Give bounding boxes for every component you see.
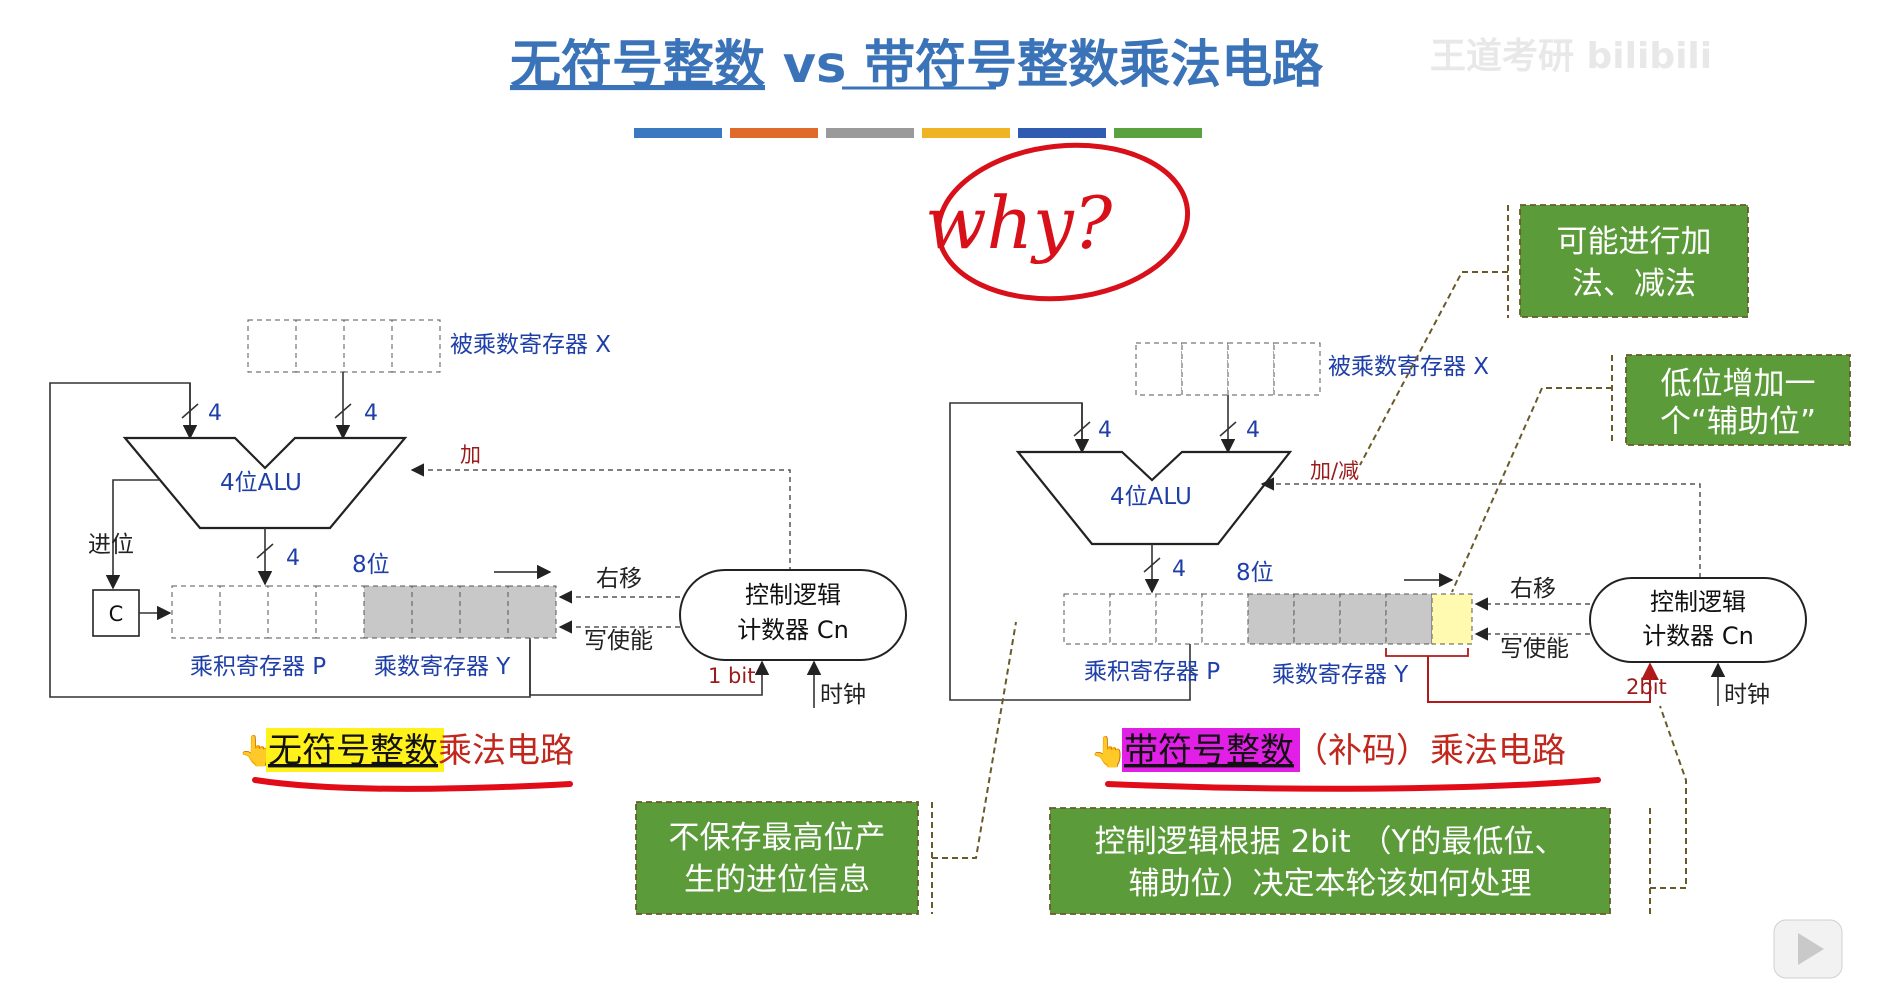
right-width-a: 4 xyxy=(1098,418,1112,443)
svg-text:可能进行加: 可能进行加 xyxy=(1557,224,1712,260)
color-bar xyxy=(634,128,1202,138)
right-shift-label: 右移 xyxy=(1510,576,1556,602)
left-width-b: 4 xyxy=(364,401,378,426)
right-width-b: 4 xyxy=(1246,418,1260,443)
color-bar-segment xyxy=(922,128,1010,138)
svg-text:法、减法: 法、减法 xyxy=(1572,266,1696,302)
left-width-out: 4 xyxy=(286,546,300,571)
right-control-logic xyxy=(1589,577,1807,663)
right-op-label: 加/减 xyxy=(1310,459,1359,483)
left-shift-label: 右移 xyxy=(596,566,642,592)
left-carry-label: 进位 xyxy=(88,532,134,558)
svg-text:低位增加一: 低位增加一 xyxy=(1661,366,1816,402)
left-clock-label: 时钟 xyxy=(820,682,866,708)
left-control-line2: 计数器 Cn xyxy=(737,616,849,644)
left-carry-text: C xyxy=(109,602,124,626)
right-alu xyxy=(1015,450,1293,546)
right-multiplier-label: 乘数寄存器 Y xyxy=(1272,662,1409,688)
page-title: 无符号整数 vs 带符号整数乘法电路 xyxy=(510,36,1324,95)
right-write-label: 写使能 xyxy=(1500,636,1569,662)
right-aux-bit xyxy=(1431,593,1473,645)
right-circuit: 被乘数寄存器 X 4 4 4位ALU 加/减 4 8位 乘积寄存器 P xyxy=(949,342,1807,792)
color-bar-segment xyxy=(634,128,722,138)
color-bar-segment xyxy=(1114,128,1202,138)
why-text: why? xyxy=(925,181,1113,265)
right-width-out: 4 xyxy=(1172,557,1186,582)
right-multiplicand-label: 被乘数寄存器 X xyxy=(1328,354,1489,380)
left-multiplicand-label: 被乘数寄存器 X xyxy=(450,332,611,358)
note-carry: 不保存最高位产 生的进位信息 xyxy=(635,621,1017,915)
right-product-register xyxy=(1063,593,1249,645)
left-multiplier-register xyxy=(363,585,557,639)
left-alu xyxy=(122,436,408,530)
note-add-sub: 可能进行加 法、减法 xyxy=(1359,204,1749,466)
note-control-2bit: 控制逻辑根据 2bit （Y的最低位、 辅助位）决定本轮该如何处理 xyxy=(1049,705,1687,915)
left-multiplicand-register xyxy=(247,319,441,373)
left-op-label: 加 xyxy=(460,443,481,467)
left-caption: 无符号整数乘法电路 xyxy=(268,731,574,771)
right-alu-label: 4位ALU xyxy=(1110,484,1192,510)
right-multiplier-register xyxy=(1247,593,1433,645)
right-product-label: 乘积寄存器 P xyxy=(1084,659,1220,685)
svg-text:控制逻辑根据 2bit （Y的最低位、: 控制逻辑根据 2bit （Y的最低位、 xyxy=(1095,824,1566,860)
handwritten-why: why? xyxy=(925,142,1191,302)
right-multiplicand-register xyxy=(1135,342,1321,396)
right-clock-label: 时钟 xyxy=(1724,682,1770,708)
right-pointer-icon: 👆 xyxy=(1090,734,1127,770)
right-caption: 带符号整数（补码）乘法电路 xyxy=(1124,731,1566,771)
svg-text:无符号整数 vs 带符号整数乘法电路: 无符号整数 vs 带符号整数乘法电路 xyxy=(510,36,1324,95)
svg-text:生的进位信息: 生的进位信息 xyxy=(684,862,870,898)
left-write-label: 写使能 xyxy=(584,628,653,654)
left-product-label: 乘积寄存器 P xyxy=(190,654,326,680)
svg-text:辅助位）决定本轮该如何处理: 辅助位）决定本轮该如何处理 xyxy=(1129,866,1532,902)
left-multiplier-label: 乘数寄存器 Y xyxy=(374,654,511,680)
right-control-line1: 控制逻辑 xyxy=(1650,588,1746,616)
left-circuit: 被乘数寄存器 X 4 4 4位ALU 加 进位 C 4 8位 xyxy=(49,319,907,792)
note-aux-bit: 低位增加一 个“辅助位” xyxy=(1451,354,1851,593)
right-control-line2: 计数器 Cn xyxy=(1642,622,1754,650)
right-bit-label: 2bit xyxy=(1626,675,1667,699)
svg-text:个“辅助位”: 个“辅助位” xyxy=(1660,404,1816,440)
color-bar-segment xyxy=(1018,128,1106,138)
color-bar-segment xyxy=(826,128,914,138)
color-bar-segment xyxy=(730,128,818,138)
svg-text:不保存最高位产: 不保存最高位产 xyxy=(669,820,886,856)
left-control-logic xyxy=(679,569,907,661)
title-part1: 无符号整数 xyxy=(510,36,765,95)
right-bits-label: 8位 xyxy=(1236,560,1274,586)
left-alu-label: 4位ALU xyxy=(220,470,302,496)
play-icon[interactable] xyxy=(1773,919,1843,979)
left-product-register xyxy=(171,585,365,639)
left-control-line1: 控制逻辑 xyxy=(745,581,841,609)
watermark: 王道考研 bilibili xyxy=(1430,36,1712,77)
title-vs: vs xyxy=(765,36,864,95)
left-bits-label: 8位 xyxy=(352,552,390,578)
left-width-a: 4 xyxy=(208,401,222,426)
title-part2: 带符号整数乘法电路 xyxy=(864,36,1324,95)
left-bit-label: 1 bit xyxy=(708,664,755,688)
